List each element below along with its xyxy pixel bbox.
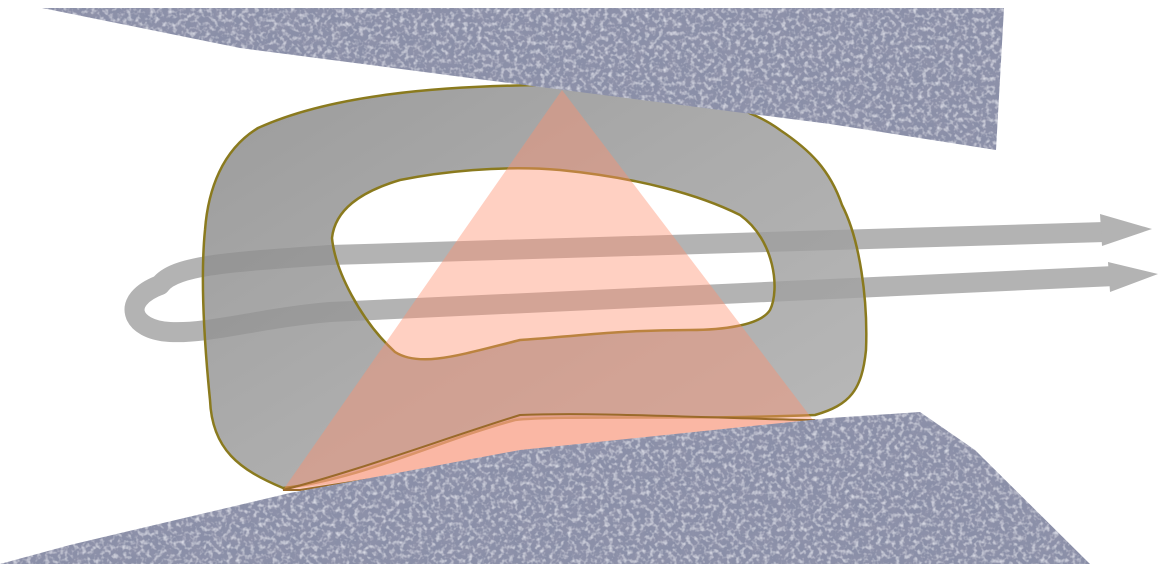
arrowhead-upper-icon (1100, 214, 1152, 246)
arrowhead-lower-icon (1108, 262, 1158, 292)
